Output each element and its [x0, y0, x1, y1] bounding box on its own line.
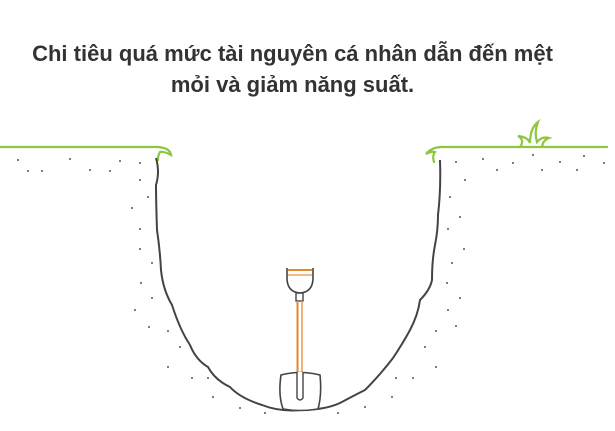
soil-dots — [17, 154, 605, 414]
title-line-1: Chi tiêu quá mức tài nguyên cá nhân dẫn … — [32, 41, 553, 66]
ground-grass — [0, 118, 609, 164]
title-line-2: mỏi và giảm năng suất. — [170, 72, 415, 97]
page-title: Chi tiêu quá mức tài nguyên cá nhân dẫn … — [0, 38, 585, 100]
shovel-icon — [279, 268, 322, 412]
